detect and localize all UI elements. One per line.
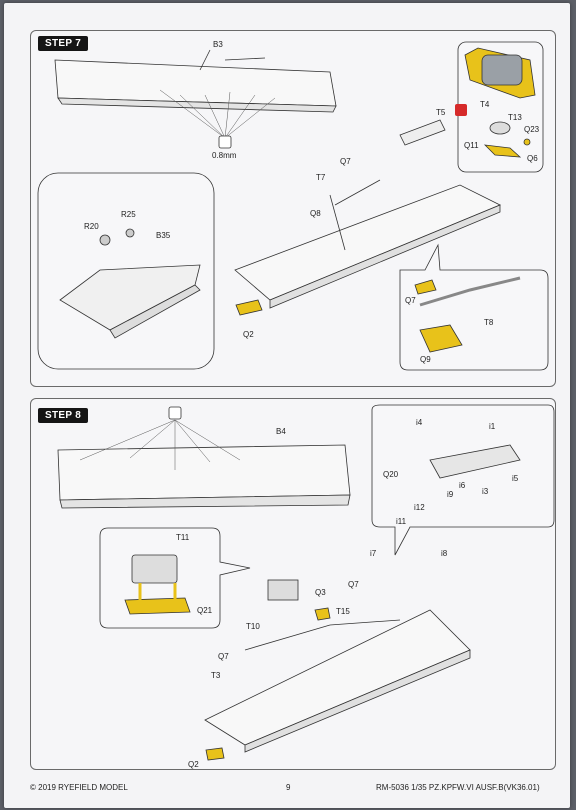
label-i9: i9 [447, 490, 454, 499]
label-q7-8: Q7 [348, 580, 359, 589]
label-t15: T15 [336, 607, 350, 616]
label-r20: R20 [84, 222, 99, 231]
label-q3: Q3 [315, 588, 326, 597]
label-t13: T13 [508, 113, 522, 122]
label-i5: i5 [512, 474, 519, 483]
label-i12: i12 [414, 503, 425, 512]
label-q8: Q8 [310, 209, 321, 218]
engine-callout-box [457, 41, 544, 173]
label-i6: i6 [459, 481, 466, 490]
label-b35: B35 [156, 231, 171, 240]
b3-plate-drawing [54, 49, 337, 149]
page-number: 9 [286, 783, 291, 792]
product-code: RM-5036 1/35 PZ.KPFW.VI AUSF.B(VK36.01) [376, 783, 540, 792]
label-i7: i7 [370, 549, 377, 558]
copyright: © 2019 RYEFIELD MODEL [30, 783, 128, 792]
label-q21: Q21 [197, 606, 213, 615]
step7-badge: STEP 7 [38, 36, 89, 51]
label-0-8mm: 0.8mm [212, 151, 237, 160]
label-t5: T5 [436, 108, 446, 117]
step8-badge: STEP 8 [38, 408, 89, 423]
label-q23: Q23 [524, 125, 540, 134]
cement-icon [455, 104, 467, 116]
label-q20: Q20 [383, 470, 399, 479]
label-q2-8: Q2 [188, 760, 199, 769]
label-i8: i8 [441, 549, 448, 558]
label-t8: T8 [484, 318, 494, 327]
label-b4: B4 [276, 427, 286, 436]
label-t10: T10 [246, 622, 260, 631]
label-b3: B3 [213, 40, 223, 49]
label-r25: R25 [121, 210, 136, 219]
label-t3: T3 [211, 671, 221, 680]
label-q2: Q2 [243, 330, 254, 339]
label-q7: Q7 [340, 157, 351, 166]
label-t4: T4 [480, 100, 490, 109]
label-i3: i3 [482, 487, 489, 496]
label-t7: T7 [316, 173, 326, 182]
label-i11: i11 [396, 517, 407, 526]
label-t11: T11 [176, 533, 190, 542]
label-i1: i1 [489, 422, 496, 431]
label-q7b-8: Q7 [218, 652, 229, 661]
label-q7b: Q7 [405, 296, 416, 305]
label-q11: Q11 [464, 141, 479, 150]
label-q9: Q9 [420, 355, 431, 364]
label-q6: Q6 [527, 154, 538, 163]
label-i4: i4 [416, 418, 423, 427]
